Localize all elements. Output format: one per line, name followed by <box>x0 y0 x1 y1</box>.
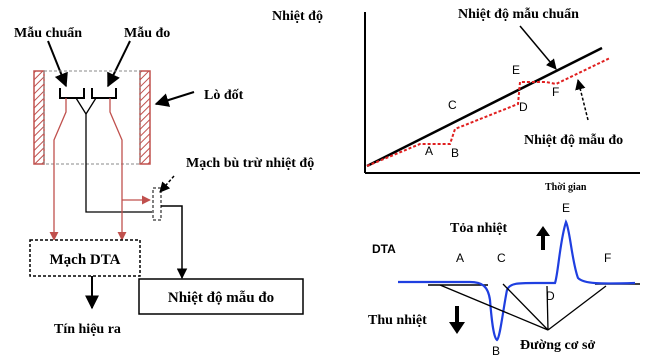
dta-point-f: F <box>604 251 611 265</box>
point-a: A <box>425 144 433 158</box>
label-measured-sample: Mẫu đo <box>124 25 170 41</box>
pointer-furnace <box>154 91 195 107</box>
label-compensation: Mạch bù trừ nhiệt độ <box>186 156 314 171</box>
wire-to-temp <box>161 205 188 280</box>
point-f: F <box>552 85 559 99</box>
dta-circuit-box <box>29 239 141 277</box>
label-endothermic: Thu nhiệt <box>368 313 427 328</box>
temp-output-box <box>138 278 304 315</box>
furnace-wall-right <box>139 70 151 165</box>
crucible-sample <box>91 88 117 99</box>
pointer-baseline-4 <box>439 284 549 331</box>
pointer-baseline-1 <box>502 283 549 331</box>
xlabel-time: Thời gian <box>545 182 587 193</box>
ref-temperature-line <box>366 46 603 168</box>
wire-red-ref <box>53 98 67 228</box>
pointer-compensation <box>159 175 175 193</box>
label-exothermic: Tỏa nhiệt <box>450 221 508 236</box>
point-e: E <box>512 63 520 77</box>
dta-point-a: A <box>456 251 464 265</box>
wire-red-sample <box>109 98 123 200</box>
exo-arrow-icon <box>536 226 550 250</box>
label-ref-sample: Mẫu chuẩn <box>14 25 82 41</box>
pointer-baseline-3 <box>547 285 607 331</box>
dta-point-c: C <box>497 251 506 265</box>
temp-output-label: Nhiệt độ mẫu đo <box>168 290 274 306</box>
apparatus-schematic: Mẫu chuẩn Mẫu đo Lò đốt Mạch bù trừ nhiệ… <box>14 25 314 337</box>
wire-black-link <box>75 97 97 116</box>
dta-point-e: E <box>562 201 570 215</box>
wire-black-down <box>85 114 152 213</box>
label-signal: Tín hiệu ra <box>54 322 121 337</box>
label-furnace: Lò đốt <box>204 88 244 103</box>
pointer-ref-temp <box>519 25 557 70</box>
label-ref-temp: Nhiệt độ mẫu chuẩn <box>458 6 579 22</box>
dta-chart: DTA Tỏa nhiệt Thu nhiệt Đường cơ sở A B … <box>368 201 640 358</box>
dta-circuit-label: Mạch DTA <box>50 252 121 268</box>
label-sample-temp: Nhiệt độ mẫu đo <box>524 132 623 148</box>
temperature-chart: Nhiệt độ Thời gian Nhiệt độ mẫu chuẩn Nh… <box>272 6 640 193</box>
ylabel-temperature: Nhiệt độ <box>272 9 323 24</box>
dta-point-b: B <box>492 344 500 356</box>
furnace-wall-left <box>33 70 45 165</box>
point-c: C <box>448 98 457 112</box>
sample-temperature-line <box>366 57 611 167</box>
dta-point-d: D <box>546 289 555 303</box>
point-d: D <box>519 100 528 114</box>
endo-arrow-icon <box>449 306 465 334</box>
pointer-sample <box>107 40 131 88</box>
compensation-circuit <box>152 187 162 221</box>
pointer-ref <box>47 40 68 88</box>
dta-curve <box>398 219 636 342</box>
dta-title: DTA <box>372 242 396 256</box>
pointer-baseline-2 <box>546 285 549 331</box>
label-baseline: Đường cơ sở <box>520 338 595 353</box>
pointer-sample-temp <box>575 78 589 121</box>
furnace-chamber <box>43 70 141 165</box>
crucible-ref <box>59 88 85 99</box>
point-b: B <box>451 146 459 160</box>
